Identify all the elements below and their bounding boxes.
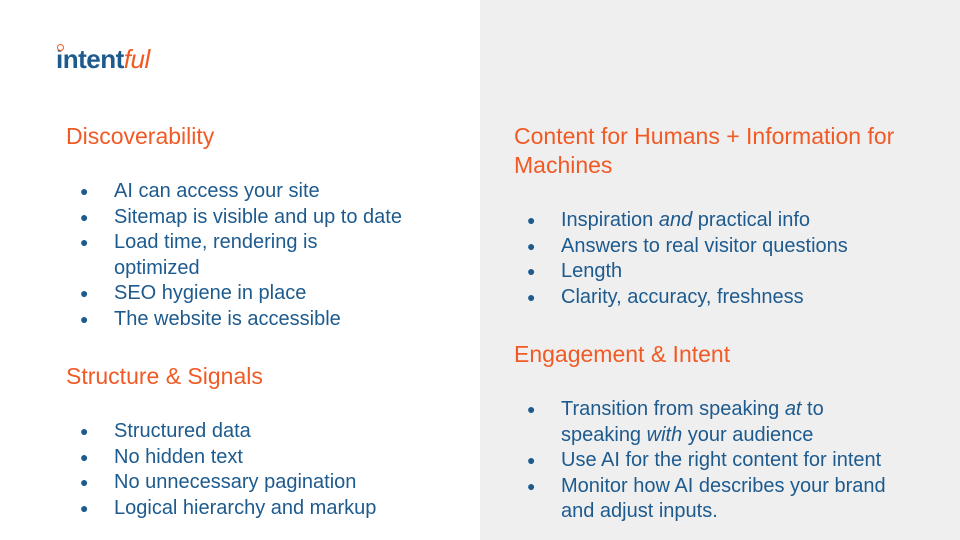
item-text: Sitemap is visible and up to date: [114, 205, 402, 228]
item-text: Use AI for the right content for intent: [561, 449, 882, 472]
item-emphasis: with: [646, 423, 683, 446]
item-emphasis: and: [658, 209, 693, 231]
list-item: ● Clarity, accuracy, freshness: [527, 285, 848, 311]
bullet-icon: ●: [80, 448, 89, 465]
discoverability-list: ● AI can access your site ● Sitemap is vis…: [80, 179, 402, 333]
bullet-icon: ●: [527, 288, 536, 305]
heading-engagement: Engagement & Intent: [514, 341, 731, 367]
logo-part-2: ful: [123, 44, 150, 74]
logo: intentful: [56, 44, 150, 75]
item-text: Transition from speaking: [561, 398, 785, 420]
heading-discoverability: Discoverability: [66, 123, 215, 149]
right-panel: [480, 0, 960, 540]
bullet-icon: ●: [527, 263, 536, 280]
bullet-icon: ●: [527, 477, 536, 494]
item-text: Inspiration: [561, 209, 659, 231]
item-text: Monitor how AI describes your brand: [561, 474, 886, 497]
item-text: SEO hygiene in place: [114, 282, 307, 305]
bullet-icon: ●: [80, 499, 89, 516]
item-text: your audience: [682, 423, 814, 446]
logo-part-1: intent: [56, 44, 124, 74]
item-text: to: [801, 398, 824, 420]
list-item: ● AI can access your site: [80, 179, 402, 205]
item-text: Length: [561, 260, 623, 283]
heading-structure: Structure & Signals: [66, 363, 263, 389]
bullet-icon: ●: [527, 237, 536, 254]
item-text: AI can access your site: [114, 180, 320, 202]
bullet-icon: ●: [527, 212, 536, 228]
bullet-icon: ●: [80, 423, 89, 439]
bullet-icon: ●: [80, 285, 89, 302]
item-text-cont: and adjust inputs.: [561, 500, 718, 523]
list-item: ● Use AI for the right content for intent: [527, 448, 886, 474]
item-text: The website is accessible: [114, 307, 341, 330]
list-item: ● Sitemap is visible and up to date: [80, 205, 402, 231]
item-line-1: Transition from speaking at to: [561, 397, 886, 423]
list-item: ● Length: [527, 259, 848, 285]
list-item: ● SEO hygiene in place: [80, 281, 402, 307]
item-text: Answers to real visitor questions: [561, 234, 848, 257]
item-text: Logical hierarchy and markup: [114, 496, 377, 519]
item-line-2: speaking with your audience: [561, 423, 886, 449]
list-item: ● Transition from speaking at to speakin…: [527, 397, 886, 449]
list-item: ● Monitor how AI describes your brand and …: [527, 474, 886, 525]
list-item: ● The website is accessible: [80, 307, 402, 333]
bullet-icon: ●: [80, 234, 89, 251]
item-text: Structured data: [114, 420, 251, 442]
bullet-icon: ●: [80, 208, 89, 225]
bullet-icon: ●: [527, 452, 536, 469]
item-text: No unnecessary pagination: [114, 471, 357, 494]
list-item: ● Answers to real visitor questions: [527, 234, 848, 260]
heading-line-1: Content for Humans + Information for: [514, 123, 895, 149]
engagement-list: ● Transition from speaking at to speakin…: [527, 397, 886, 525]
logo-dot-icon: [57, 44, 64, 51]
item-text: speaking: [561, 423, 647, 446]
item-text: practical info: [692, 209, 811, 231]
item-text-cont: optimized: [114, 256, 200, 279]
bullet-icon: ●: [527, 401, 536, 417]
bullet-icon: ●: [80, 183, 89, 199]
structure-list: ● Structured data ● No hidden text ● No unn…: [80, 419, 377, 522]
content-list: ● Inspiration and practical info ● Answers…: [527, 208, 848, 311]
heading-content: Content for Humans + Information for Mac…: [514, 122, 894, 179]
bullet-icon: ●: [80, 310, 89, 327]
list-item: ● No unnecessary pagination: [80, 470, 376, 496]
list-item: ● Logical hierarchy and markup: [80, 496, 377, 522]
item-text: No hidden text: [114, 445, 243, 468]
item-text: Clarity, accuracy, freshness: [561, 285, 804, 308]
item-emphasis: at: [784, 398, 802, 420]
item-text: Load time, rendering is: [114, 231, 318, 254]
list-item: ● Inspiration and practical info: [527, 208, 848, 234]
heading-line-2: Machines: [514, 151, 613, 178]
bullet-icon: ●: [80, 474, 89, 491]
list-item: ● Structured data: [80, 419, 376, 445]
list-item: ● No hidden text: [80, 445, 376, 471]
